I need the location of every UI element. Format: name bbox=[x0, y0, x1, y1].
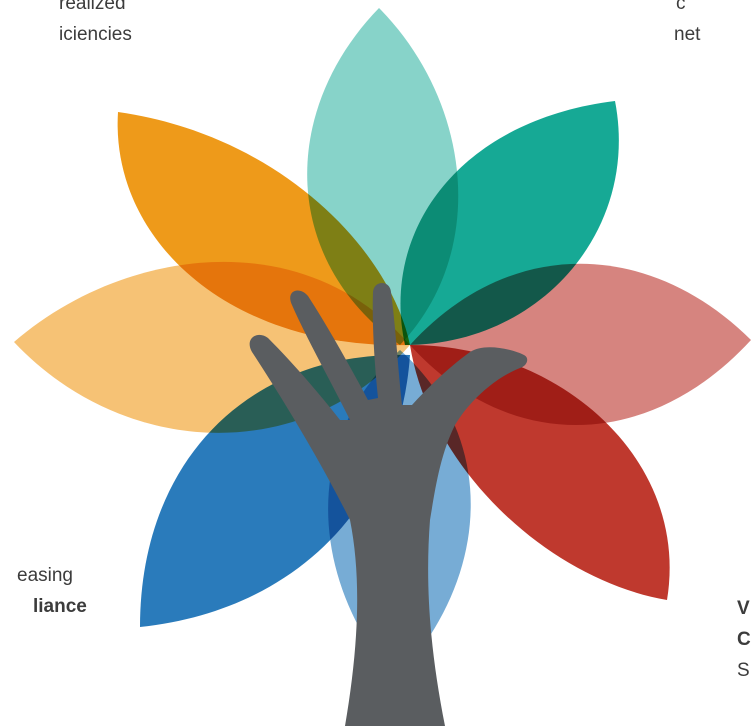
label-bottom-right-line2: C bbox=[737, 629, 751, 650]
label-bottom-right: V C S bbox=[737, 593, 751, 686]
petal-upper-right bbox=[400, 101, 619, 345]
hand-shape bbox=[249, 283, 528, 726]
label-top-right-line2: net bbox=[674, 24, 701, 45]
label-bottom-left: easing liance bbox=[0, 560, 87, 622]
petal-lower-right bbox=[410, 345, 670, 600]
label-top-left: realized iciencies bbox=[0, 0, 132, 50]
label-top-left-line1: realized bbox=[59, 0, 126, 14]
label-bottom-right-line3: S bbox=[737, 660, 750, 681]
label-top-left-line2: iciencies bbox=[59, 24, 132, 45]
label-bottom-left-line1: easing bbox=[17, 565, 73, 586]
petal-upper-left bbox=[117, 112, 411, 346]
label-top-right-line1: c bbox=[676, 0, 686, 14]
label-bottom-right-line1: V bbox=[737, 598, 750, 619]
hand-icon bbox=[249, 283, 528, 726]
label-top-right: c net bbox=[674, 0, 700, 50]
label-bottom-left-line2: liance bbox=[33, 596, 87, 617]
